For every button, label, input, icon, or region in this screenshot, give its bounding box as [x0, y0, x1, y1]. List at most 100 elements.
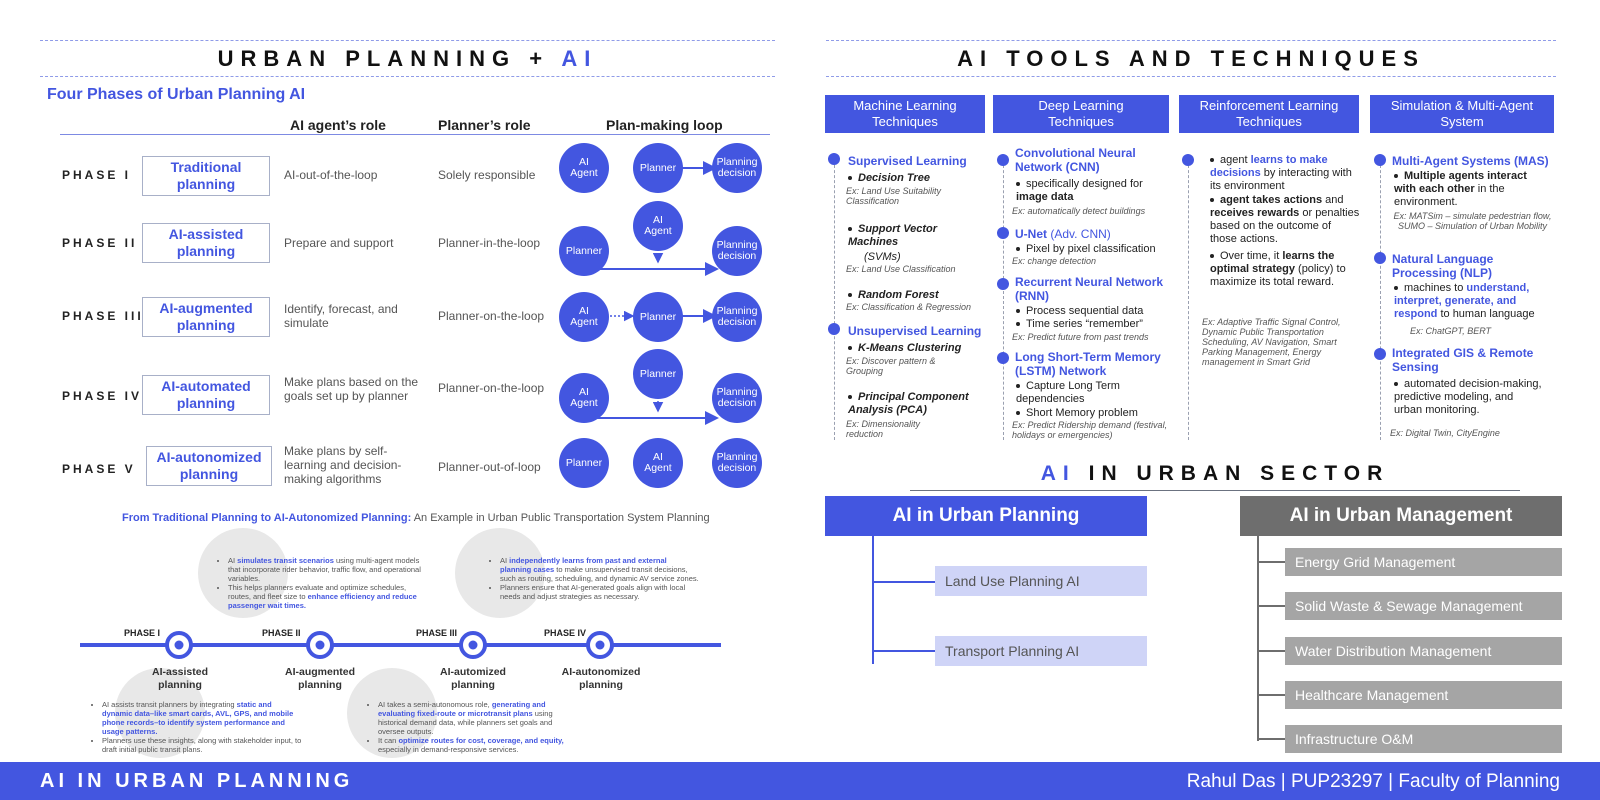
agent-role: Make plans based on the goals set up by … [284, 375, 419, 403]
dl-item: Pixel by pixel classification [1016, 243, 1156, 256]
phase-name-box: Traditional planning [142, 156, 270, 196]
ai-agent-node: AI Agent [633, 438, 683, 488]
timeline-note: AI takes a semi-autonomous role, generat… [368, 700, 573, 754]
ml-item-abbr: (SVMs) [864, 251, 901, 263]
ai-agent-node: AI Agent [559, 292, 609, 342]
bullet-icon [1374, 252, 1386, 264]
divider [40, 40, 775, 41]
planner-node: Planner [559, 438, 609, 488]
mgmt-tree-lines [1257, 536, 1288, 741]
bullet-icon [997, 227, 1009, 239]
ml-item: Principal Component Analysis (PCA) [848, 391, 969, 416]
decision-node: Planning decision [712, 226, 762, 276]
footer-author: Rahul Das | PUP23297 | Faculty of Planni… [1186, 771, 1560, 792]
bullet-icon [997, 154, 1009, 166]
sim-example: Ex: Digital Twin, CityEngine [1390, 428, 1500, 438]
timeline-note: AI independently learns from past and ex… [490, 556, 700, 601]
decision-node: Planning decision [712, 438, 762, 488]
dl-example: Ex: Predict Ridership demand (festival, … [1012, 420, 1168, 440]
sim-gis: Integrated GIS & Remote Sensing [1392, 346, 1534, 374]
phase-label: PHASE I [62, 168, 132, 182]
planner-role: Planner-out-of-loop [438, 460, 541, 474]
bullet-icon [1182, 154, 1194, 166]
sim-item: automated decision-making, predictive mo… [1394, 378, 1542, 416]
divider [40, 76, 775, 77]
planner-role: Planner-in-the-loop [438, 236, 541, 250]
footer-title: AI IN URBAN PLANNING [40, 770, 354, 792]
mgmt-item: Healthcare Management [1285, 681, 1562, 709]
planning-title-box: AI in Urban Planning [825, 496, 1147, 536]
dl-item: Process sequential data [1016, 305, 1143, 318]
divider [826, 76, 1556, 77]
note-bg [455, 528, 545, 618]
ml-item: K-Means Clustering [848, 342, 961, 355]
sim-item: machines to understand, interpret, gener… [1394, 282, 1535, 320]
planner-role: Planner-on-the-loop [438, 309, 545, 323]
rl-item: agent takes actions and receives rewards… [1210, 194, 1360, 245]
dl-rnn: Recurrent Neural Network (RNN) [1015, 275, 1164, 303]
header-dl: Deep Learning Techniques [993, 95, 1169, 133]
timeline-heading: From Traditional Planning to AI-Autonomi… [122, 512, 710, 524]
note-bg [115, 668, 205, 758]
sector-title: AI IN URBAN SECTOR [1040, 462, 1390, 485]
dl-example: Ex: automatically detect buildings [1012, 206, 1146, 216]
ai-agent-node: AI Agent [559, 143, 609, 193]
planning-tree-lines [872, 536, 936, 664]
timeline-phase-name: AI-autonomized planning [561, 666, 641, 691]
footer-bar: AI IN URBAN PLANNING Rahul Das | PUP2329… [0, 762, 1600, 800]
dl-item: Short Memory problem [1016, 407, 1138, 420]
ai-agent-node: AI Agent [559, 373, 609, 423]
col-agent-role: AI agent’s role [290, 117, 386, 133]
decision-node: Planning decision [712, 373, 762, 423]
column-divider [1380, 160, 1381, 440]
header-rule [60, 134, 770, 135]
bullet-icon [1374, 154, 1386, 166]
agent-role: Identify, forecast, and simulate [284, 302, 398, 330]
header-sim: Simulation & Multi-Agent System [1370, 95, 1554, 133]
dl-example: Ex: Predict future from past trends [1012, 332, 1149, 342]
bullet-icon [997, 278, 1009, 290]
timeline-phase: PHASE I [124, 628, 161, 638]
note-bg [198, 528, 288, 618]
agent-role: AI-out-of-the-loop [284, 168, 378, 182]
timeline-axis [80, 631, 721, 659]
planner-node: Planner [559, 226, 609, 276]
phase-label: PHASE III [62, 309, 144, 323]
timeline-phase: PHASE III [416, 628, 458, 638]
ai-agent-node: AI Agent [633, 201, 683, 251]
mgmt-item: Energy Grid Management [1285, 548, 1562, 576]
note-bg [347, 668, 437, 758]
timeline-phase-name: AI-augmented planning [284, 666, 355, 691]
phase-name-box: AI-automated planning [142, 375, 270, 415]
ml-example: Ex: Dimensionality reduction [846, 419, 921, 439]
mgmt-item: Solid Waste & Sewage Management [1285, 592, 1562, 620]
timeline-phase: PHASE II [262, 628, 301, 638]
phase-name-box: AI-autonomized planning [146, 446, 272, 486]
column-divider [1188, 160, 1189, 440]
dl-cnn: Convolutional Neural Network (CNN) [1015, 146, 1136, 174]
planning-item: Transport Planning AI [935, 636, 1147, 666]
agent-role: Make plans by self-learning and decision… [284, 444, 402, 486]
rl-example: Ex: Adaptive Traffic Signal Control, Dyn… [1202, 317, 1341, 367]
ml-example: Ex: Land Use Classification [846, 264, 956, 274]
dl-lstm: Long Short-Term Memory (LSTM) Network [1015, 350, 1161, 378]
mgmt-title-box: AI in Urban Management [1240, 496, 1562, 536]
loop-connectors [589, 161, 719, 425]
planning-item: Land Use Planning AI [935, 566, 1147, 596]
phase-name-box: AI-augmented planning [142, 297, 270, 337]
rl-item: Over time, it learns the optimal strateg… [1210, 250, 1346, 288]
dl-item: Time series “remember” [1016, 318, 1143, 331]
timeline-note: AI assists transit planners by integrati… [92, 700, 304, 754]
dl-unet: U-Net (Adv. CNN) [1015, 227, 1111, 241]
sector-rule [910, 490, 1520, 491]
dl-item: specifically designed for image data [1016, 178, 1143, 203]
divider [826, 40, 1556, 41]
decision-node: Planning decision [712, 143, 762, 193]
bullet-icon [1374, 348, 1386, 360]
col-plan-loop: Plan-making loop [606, 117, 723, 133]
ml-item: Random Forest [848, 289, 939, 302]
agent-role: Prepare and support [284, 236, 394, 250]
decision-node: Planning decision [712, 292, 762, 342]
timeline-phase-name: AI-automized planning [440, 666, 506, 691]
timeline-phase: PHASE IV [544, 628, 587, 638]
